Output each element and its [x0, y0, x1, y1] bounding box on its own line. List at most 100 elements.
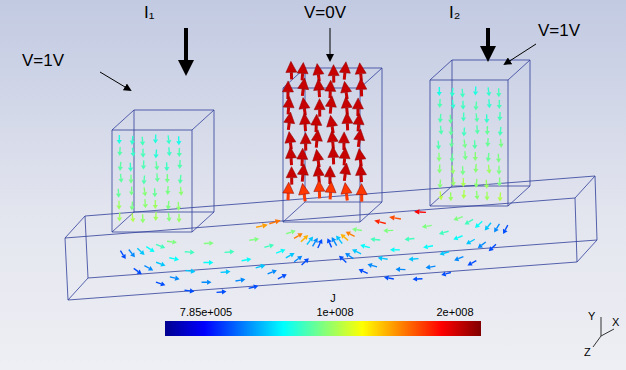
vector-arrow	[484, 185, 489, 189]
vector-arrow	[422, 224, 427, 229]
vector-arrow	[436, 158, 441, 162]
axis-triad	[593, 317, 614, 347]
vector-arrow	[356, 251, 361, 253]
vector-arrow	[356, 229, 361, 231]
vector-arrow	[466, 240, 471, 245]
vector-arrow	[130, 206, 135, 210]
vector-arrow	[155, 161, 157, 166]
wireframe-edge	[430, 80, 508, 206]
vector-arrow	[367, 263, 372, 268]
wireframe-edge	[508, 186, 530, 206]
vector-arrow	[140, 250, 145, 255]
vector-arrow	[378, 256, 383, 261]
vector-arrow	[144, 266, 149, 269]
vector-arrow	[130, 141, 135, 145]
vector-arrow	[121, 254, 126, 259]
wireframe-edge	[430, 60, 452, 80]
vector-arrow	[334, 241, 337, 246]
vector-arrow	[492, 244, 496, 248]
vector-arrow	[461, 183, 466, 187]
vector-arrow	[341, 183, 352, 195]
vector-arrow	[409, 238, 414, 240]
vector-arrow	[355, 149, 366, 161]
vector-arrow	[142, 149, 143, 154]
vector-arrow	[462, 101, 463, 106]
vector-arrow	[474, 140, 476, 145]
vector-arrow	[169, 258, 174, 259]
vector-arrow	[346, 123, 349, 130]
vector-arrow	[168, 147, 170, 152]
vector-arrow	[329, 192, 332, 199]
vector-arrow	[388, 277, 393, 279]
colorbar-tick: 2e+008	[436, 306, 473, 318]
vector-arrow	[297, 62, 308, 73]
vector-arrow	[332, 157, 335, 164]
vector-arrow	[236, 279, 241, 281]
vector-arrow	[282, 81, 293, 92]
vector-arrow	[440, 126, 442, 131]
vector-arrow	[179, 148, 180, 153]
wireframe	[65, 60, 597, 300]
vector-arrow	[360, 175, 363, 182]
vector-arrow	[474, 106, 479, 110]
vector-arrow	[423, 244, 428, 249]
vector-arrow	[488, 165, 490, 170]
vector-arrow	[143, 161, 145, 166]
vector-arrow	[318, 243, 320, 248]
vector-arrow	[287, 123, 291, 130]
vector-arrow	[166, 218, 171, 222]
vector-arrow	[438, 119, 443, 123]
vector-arrow	[475, 130, 480, 134]
vector-arrow	[178, 214, 179, 219]
vector-arrow	[314, 180, 325, 191]
vector-arrow	[203, 262, 208, 263]
vector-arrow	[132, 148, 134, 153]
vector-arrow	[253, 284, 258, 289]
vector-arrow	[465, 220, 470, 225]
vector-arrow	[301, 238, 305, 242]
vector-arrow	[174, 256, 179, 261]
vector-arrow	[276, 251, 281, 253]
vector-arrow	[352, 98, 363, 109]
vector-arrow	[130, 252, 135, 257]
vector-arrow	[463, 139, 465, 144]
vector-arrow	[332, 237, 337, 242]
vector-arrow	[444, 252, 449, 254]
vector-arrow	[449, 143, 454, 147]
vector-arrow	[283, 96, 294, 107]
vector-arrow	[299, 98, 310, 110]
vector-arrow	[443, 231, 448, 232]
vector-arrow	[166, 206, 171, 210]
vector-arrow	[342, 112, 353, 123]
vector-arrow	[426, 225, 431, 227]
vector-arrow	[325, 80, 336, 91]
vector-arrow	[256, 266, 261, 267]
vector-arrow	[488, 153, 490, 158]
vector-arrow	[302, 261, 306, 265]
wireframe-edge	[65, 216, 85, 238]
vector-arrow	[349, 256, 354, 259]
colorbar-tick: 1e+008	[316, 306, 353, 318]
vector-arrow	[172, 239, 177, 244]
color-bar	[165, 321, 481, 336]
vector-arrow	[439, 87, 440, 92]
vector-arrow	[460, 106, 465, 110]
current-label: I₂	[449, 4, 460, 23]
vector-arrow	[116, 194, 121, 198]
vector-arrow	[450, 115, 452, 120]
vector-arrow	[356, 184, 367, 195]
vector-arrow	[494, 227, 499, 232]
vector-arrow	[170, 277, 175, 278]
wireframe-edge	[577, 240, 597, 262]
vector-arrow	[297, 164, 308, 175]
vector-arrow	[260, 264, 265, 269]
vector-arrow	[304, 258, 309, 263]
vector-arrow	[155, 149, 157, 154]
vector-arrow	[254, 237, 259, 242]
vector-arrow	[439, 99, 441, 104]
vector-arrow	[451, 153, 453, 158]
vector-arrow	[439, 251, 444, 256]
vector-arrow	[185, 290, 190, 292]
vector-arrow	[329, 242, 331, 247]
